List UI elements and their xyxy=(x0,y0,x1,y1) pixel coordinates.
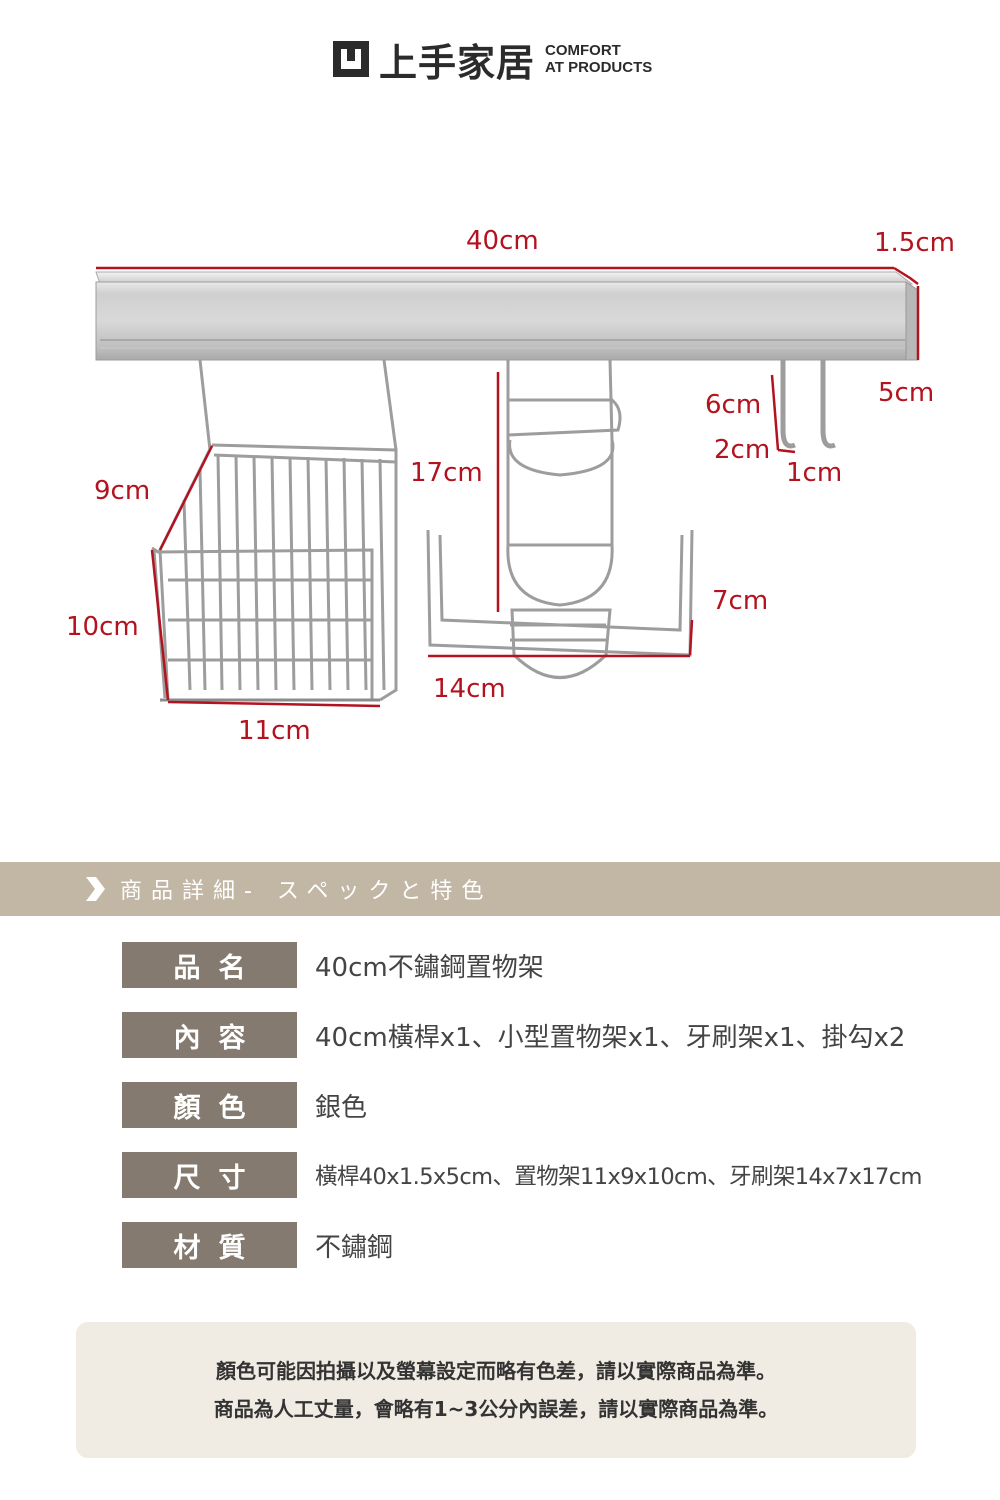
spec-value: 橫桿40x1.5x5cm、置物架11x9x10cm、牙刷架14x7x17cm xyxy=(315,1164,922,1190)
dimension-bar-length: 40cm xyxy=(466,226,539,256)
spec-label: 內容 xyxy=(122,1012,297,1058)
dimension-holder-depth: 7cm xyxy=(712,586,769,616)
dimension-hook-tip: 1cm xyxy=(786,458,843,488)
spec-row-contents: 內容 40cm橫桿x1、小型置物架x1、牙刷架x1、掛勾x2 xyxy=(122,1012,992,1058)
disclaimer-note: 顏色可能因拍攝以及螢幕設定而略有色差，請以實際商品為準。 商品為人工丈量，會略有… xyxy=(76,1322,916,1458)
brand-name-cn: 上手家居 xyxy=(379,40,536,85)
section-title: 商品詳細- スペックと特色 xyxy=(120,879,493,904)
rail-top-face xyxy=(95,271,914,285)
dimension-bar-depth: 1.5cm xyxy=(874,228,955,258)
spec-row-name: 品名 40cm不鏽鋼置物架 xyxy=(122,942,992,988)
dimension-hook-length: 6cm xyxy=(705,390,762,420)
basket xyxy=(151,359,398,702)
spec-row-size: 尺寸 橫桿40x1.5x5cm、置物架11x9x10cm、牙刷架14x7x17c… xyxy=(122,1152,992,1198)
chevron-right-icon xyxy=(86,877,105,901)
brand-name-en-line2: AT PRODUCTS xyxy=(545,59,653,76)
dimension-holder-height: 17cm xyxy=(410,458,483,488)
rail-end-face xyxy=(905,281,919,361)
spec-value: 40cm橫桿x1、小型置物架x1、牙刷架x1、掛勾x2 xyxy=(315,1022,906,1053)
section-header: 商品詳細- スペックと特色 xyxy=(0,862,1000,916)
brand-logo: 上手家居 COMFORT AT PRODUCTS xyxy=(333,38,652,85)
product-illustration xyxy=(95,266,920,708)
spec-value: 不鏽鋼 xyxy=(315,1232,394,1263)
dimension-basket-height: 10cm xyxy=(66,612,139,642)
spec-label: 材質 xyxy=(122,1222,297,1268)
spec-row-color: 顏色 銀色 xyxy=(122,1082,992,1128)
note-line-1: 顏色可能因拍攝以及螢幕設定而略有色差，請以實際商品為準。 xyxy=(216,1359,776,1383)
dimension-bar-height: 5cm xyxy=(878,378,935,408)
note-line-2: 商品為人工丈量，會略有1~3公分內誤差，請以實際商品為準。 xyxy=(213,1397,779,1421)
dimension-basket-depth: 9cm xyxy=(94,476,151,506)
spec-label: 顏色 xyxy=(122,1082,297,1128)
brand-name-en-line1: COMFORT xyxy=(545,42,621,59)
dimension-holder-width: 14cm xyxy=(433,674,506,704)
dimension-hook-bend: 2cm xyxy=(714,435,771,465)
dimension-lines xyxy=(96,266,920,708)
spec-label: 尺寸 xyxy=(122,1152,297,1198)
product-dimension-diagram: 40cm 1.5cm 5cm 6cm 2cm 1cm 17cm 7cm 14cm… xyxy=(0,200,1000,780)
spec-value: 40cm不鏽鋼置物架 xyxy=(315,952,544,983)
brand-mark-icon xyxy=(333,41,369,77)
spec-label: 品名 xyxy=(122,942,297,988)
hooks xyxy=(780,360,836,449)
dimension-basket-width: 11cm xyxy=(238,716,311,746)
spec-row-material: 材質 不鏽鋼 xyxy=(122,1222,992,1268)
brand-name-en: COMFORT AT PRODUCTS xyxy=(545,42,652,76)
spec-value: 銀色 xyxy=(315,1092,368,1123)
toothbrush-holder xyxy=(426,359,694,679)
